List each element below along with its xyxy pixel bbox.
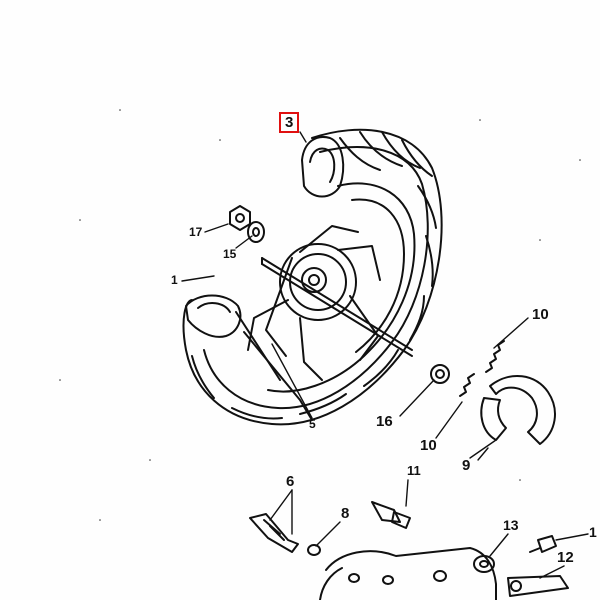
callout-1: 1 xyxy=(589,524,597,540)
callout-12: 12 xyxy=(557,549,574,566)
callout-5: 5 xyxy=(309,417,316,431)
callout-8: 8 xyxy=(341,505,350,522)
callout-16: 16 xyxy=(376,413,393,430)
side-bolt xyxy=(529,535,557,553)
callout-17: 17 xyxy=(189,225,203,239)
brake-shoe xyxy=(480,374,556,445)
rear-tire xyxy=(182,128,443,426)
wheel-hub xyxy=(235,225,381,421)
brake-spring-lower xyxy=(459,373,475,397)
scan-speckle xyxy=(59,109,581,521)
callout-10: 10 xyxy=(420,437,437,454)
callout-9: 9 xyxy=(462,457,471,474)
callout-10: 10 xyxy=(532,306,549,323)
leader-lines xyxy=(181,131,589,579)
torque-arm xyxy=(507,575,569,597)
ring-washer xyxy=(473,555,495,573)
callout-3: 3 xyxy=(279,112,300,133)
hub-bolts xyxy=(249,513,299,553)
gear-case xyxy=(319,547,497,600)
axle-nut xyxy=(229,205,251,231)
callout-13: 13 xyxy=(503,517,519,533)
bearing xyxy=(430,364,450,384)
callout-11: 11 xyxy=(407,463,421,478)
valve-stem xyxy=(371,501,411,529)
washer xyxy=(247,221,265,243)
callout-6: 6 xyxy=(286,473,295,490)
callout-15: 15 xyxy=(223,247,237,261)
callout-1: 1 xyxy=(171,273,178,287)
brake-spring-upper xyxy=(485,340,505,373)
axle xyxy=(261,257,413,357)
small-washer xyxy=(307,544,321,556)
